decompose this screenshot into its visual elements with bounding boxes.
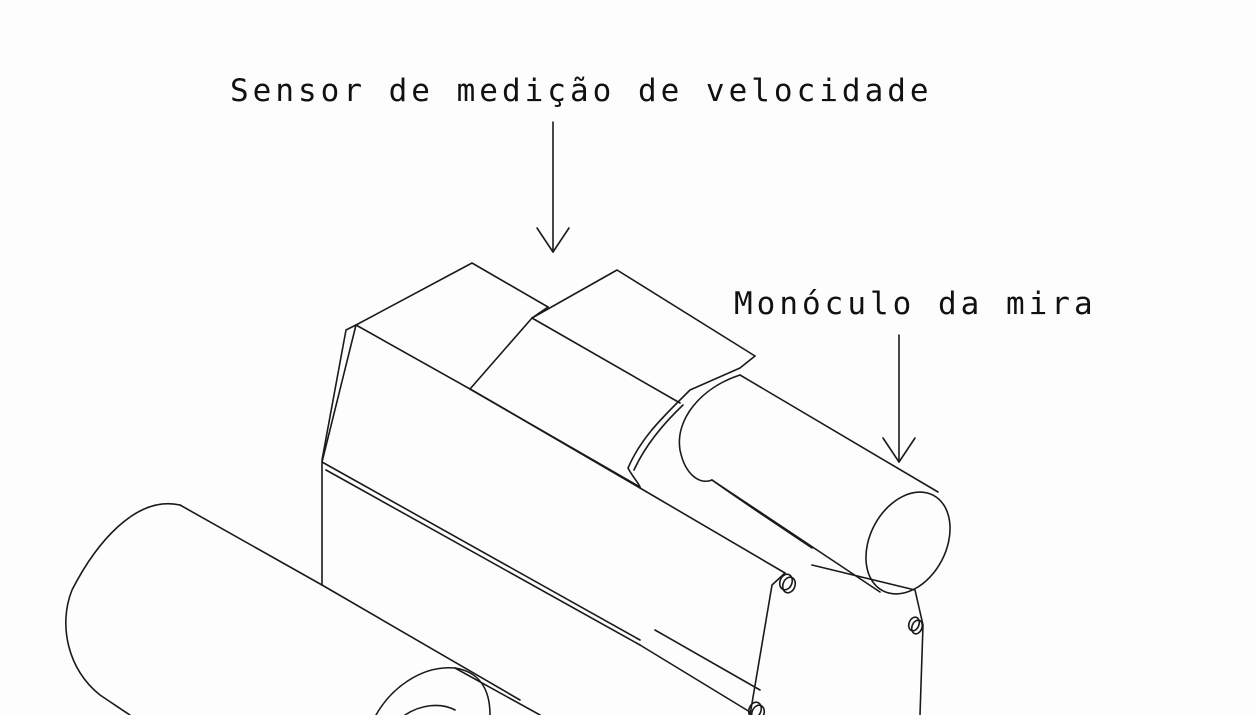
eyepiece-arrow xyxy=(882,334,916,463)
eyepiece-cylinder xyxy=(678,374,951,595)
speed-sensor-arrow xyxy=(536,121,570,253)
lens-cylinder xyxy=(65,502,541,715)
speed-sensor-block xyxy=(469,269,756,489)
screw-right xyxy=(907,616,924,635)
screw-top xyxy=(778,573,797,594)
housing-body xyxy=(321,262,924,715)
eyepiece-label: Monóculo da mira xyxy=(734,286,1097,322)
screw-bottom xyxy=(747,701,766,715)
speed-sensor-label: Sensor de medição de velocidade xyxy=(230,73,933,109)
